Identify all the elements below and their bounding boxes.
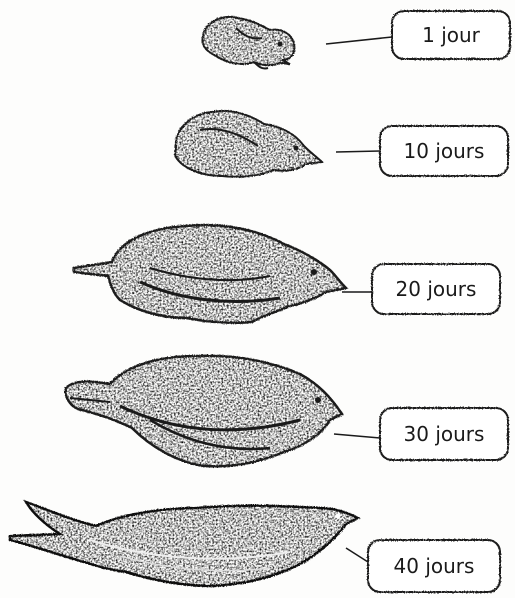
callout-label-day-20: 20 jours [396, 277, 477, 301]
callout-label-day-1: 1 jour [422, 23, 481, 47]
callout-day-10: 10 jours [336, 126, 508, 176]
bird-day-40 [10, 502, 358, 586]
callout-day-1: 1 jour [326, 11, 510, 59]
callout-label-day-10: 10 jours [404, 139, 485, 163]
bird-day-20 [74, 225, 346, 323]
callout-day-20: 20 jours [342, 264, 500, 314]
bird-day-1 [202, 17, 294, 69]
bird-day-10 [175, 111, 322, 177]
callout-label-day-40: 40 jours [394, 554, 475, 578]
callout-label-day-30: 30 jours [404, 422, 485, 446]
bird-day-30 [66, 356, 342, 467]
callout-day-30: 30 jours [334, 408, 508, 460]
callout-day-40: 40 jours [346, 540, 500, 592]
